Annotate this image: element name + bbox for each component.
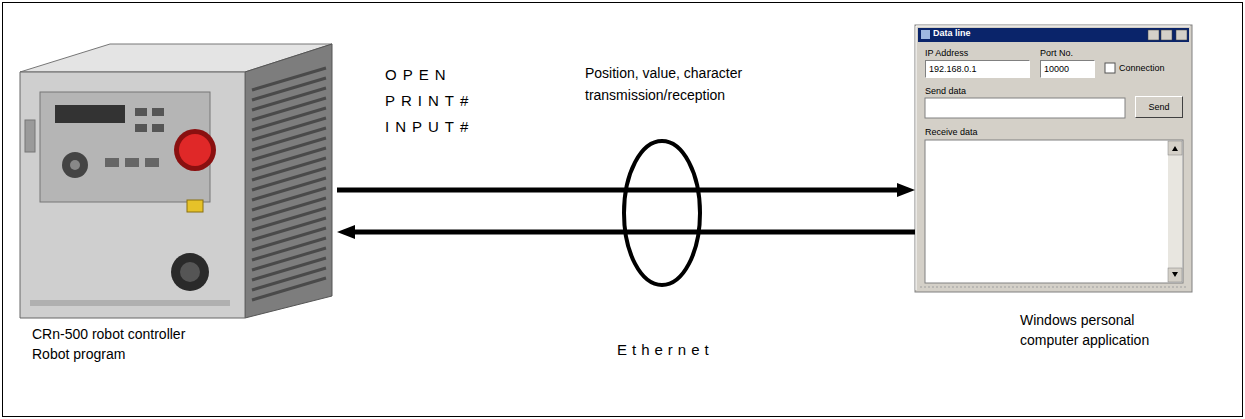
field-text: 10000 <box>1041 63 1072 75</box>
windows-dialog-illustration-part <box>915 25 1192 292</box>
controller-node: CRn-500 robot controller Robot program <box>12 40 337 320</box>
windows-dialog-illustration-part <box>921 30 930 39</box>
windows-dialog-illustration-part <box>1161 30 1172 40</box>
robot-controller-illustration-part <box>25 120 35 152</box>
button-text: Send <box>1145 101 1172 113</box>
text-field: 192.168.0.1 <box>925 60 1030 78</box>
windows-dialog-illustration-part <box>1172 146 1178 277</box>
robot-controller-illustration-part <box>187 200 203 212</box>
robot-controller-illustration-part <box>171 253 209 291</box>
field-label: Send data <box>925 86 966 96</box>
checkbox-label: Connection <box>1119 63 1165 73</box>
network-name: Ethernet <box>617 341 714 358</box>
window-title: Data line <box>933 28 971 38</box>
robot-controller-illustration-part <box>152 108 164 116</box>
field-label: Port No. <box>1040 48 1073 58</box>
robot-controller-illustration-part <box>135 108 147 116</box>
robot-controller-illustration-part <box>70 160 80 170</box>
field-label: IP Address <box>925 48 968 58</box>
robot-controller-illustration-part <box>179 134 211 166</box>
field-label: Receive data <box>925 127 978 137</box>
field-text: 192.168.0.1 <box>926 63 980 75</box>
robot-controller-illustration-part <box>62 152 88 178</box>
robot-controller-illustration-part <box>135 124 147 132</box>
windows-dialog-illustration-part <box>920 287 1187 288</box>
push-button: Send <box>1135 96 1183 118</box>
robot-controller-illustration <box>20 44 332 318</box>
windows-dialog-illustration <box>915 25 1192 292</box>
robot-controller-illustration-part <box>252 68 326 300</box>
robot-controller-illustration-part <box>40 92 210 202</box>
robot-controller-illustration-part <box>180 262 200 282</box>
windows-dialog-illustration-part <box>1168 141 1182 282</box>
windows-dialog-illustration-part <box>918 28 1189 42</box>
robot-controller-illustration-part <box>245 44 332 318</box>
windows-dialog-illustration-part <box>1148 30 1159 40</box>
transfer-note: Position, value, character transmission/… <box>585 62 770 106</box>
robot-controller-illustration-part <box>152 124 164 132</box>
caption-text: CRn-500 robot controller Robot program <box>32 324 202 364</box>
robot-controller-illustration-part <box>30 300 230 306</box>
command-keyword: OPEN <box>385 66 452 83</box>
caption-text: Windows personal computer application <box>1020 310 1170 350</box>
windows-dialog-illustration-part <box>1176 30 1187 40</box>
windows-dialog-illustration-part <box>925 140 1183 283</box>
robot-controller-illustration-part <box>55 105 125 123</box>
outer-frame <box>3 3 1243 417</box>
data-arrow <box>337 188 897 193</box>
bundle-ellipse <box>624 141 700 285</box>
data-arrow <box>355 230 915 235</box>
robot-controller-illustration-part <box>105 158 119 167</box>
windows-dialog-illustration-part <box>916 26 1190 290</box>
text-field: 10000 <box>1040 60 1095 78</box>
robot-controller-illustration-part <box>174 129 216 171</box>
windows-dialog-illustration-part <box>925 98 1125 118</box>
windows-dialog-illustration-part <box>1105 63 1115 73</box>
command-keyword: INPUT# <box>385 118 474 135</box>
robot-controller-illustration-part <box>20 72 245 318</box>
command-keyword: PRINT# <box>385 92 474 109</box>
robot-controller-illustration-part <box>125 158 139 167</box>
robot-controller-illustration-part <box>145 158 159 167</box>
